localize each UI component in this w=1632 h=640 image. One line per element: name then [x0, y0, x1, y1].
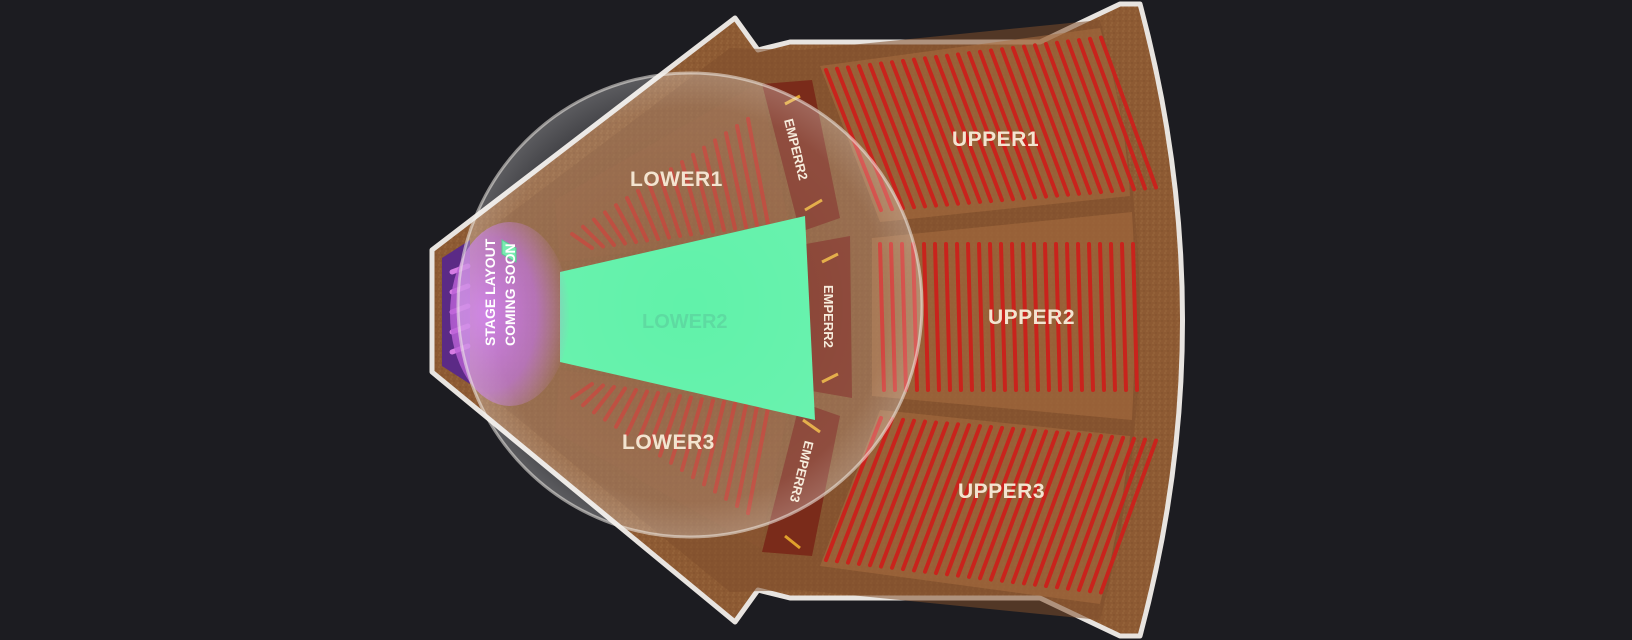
upper1-seat-row	[1022, 44, 1081, 196]
upper2-seat-row	[1043, 242, 1051, 392]
upper3-seat-row	[989, 429, 1048, 582]
upper1-seat-row	[967, 51, 1026, 201]
upper3-seat-row	[923, 424, 982, 574]
upper3-seat-row	[1088, 437, 1147, 594]
upper2-seat-row	[999, 242, 1007, 392]
upper3-seat-row	[934, 425, 993, 575]
upper3-seat-row	[956, 426, 1015, 578]
upper3-seat-row	[1066, 435, 1125, 591]
upper2-seat-row	[1087, 242, 1095, 392]
lower1-label: LOWER1	[630, 168, 723, 191]
upper2-seat-row	[988, 242, 996, 392]
upper3-seat-row	[1055, 434, 1114, 590]
upper3-seat-row	[857, 418, 916, 566]
upper3-seat-row	[1077, 436, 1136, 592]
upper1-seat-row	[1033, 43, 1092, 195]
upper1-seat-row	[945, 53, 1004, 203]
zoom-lens	[456, 71, 924, 539]
stage-label-line2: COMING SOON	[502, 243, 518, 346]
upper3-seat-row	[835, 416, 894, 564]
upper3-seat-row	[978, 428, 1037, 581]
upper1-seat-row	[846, 65, 905, 211]
lower2-label: LOWER2	[642, 311, 728, 333]
upper2-seat-row	[1010, 242, 1018, 392]
upper3-seat-row	[1044, 434, 1103, 588]
upper2-seat-row	[1131, 242, 1139, 392]
upper2-seat-row	[1065, 242, 1073, 392]
upper1-seat-row	[868, 62, 927, 209]
upper1-seat-row	[1066, 39, 1125, 193]
upper3-seat-row	[912, 423, 971, 573]
upper3-seat-row	[846, 417, 905, 565]
upper1-seat-row	[1000, 47, 1059, 198]
upper1-seat-row	[934, 55, 993, 203]
upper3-seat-row	[1011, 431, 1070, 585]
upper2-seat-row	[977, 242, 985, 392]
upper3-seat-row	[1099, 438, 1158, 595]
upper1-seat-row	[857, 64, 916, 210]
upper1-seat-row	[1044, 42, 1103, 194]
upper1-seat-row	[1011, 45, 1070, 197]
upper2-label: UPPER2	[988, 306, 1075, 329]
lower3-label: LOWER3	[622, 431, 715, 454]
upper2-seat-row	[944, 242, 952, 392]
upper2-seat-row	[1032, 242, 1040, 392]
upper1-seat-row	[1077, 38, 1136, 192]
upper3-seat-row	[901, 422, 960, 572]
upper1-seat-row	[1088, 36, 1147, 191]
upper1-seat-row	[912, 57, 971, 205]
upper2-seat-row	[955, 242, 963, 392]
upper2-seat-row	[1021, 242, 1029, 392]
upper3-seat-row	[945, 425, 1004, 577]
stage-label-line1: STAGE LAYOUT	[482, 238, 498, 346]
upper1-seat-row	[956, 52, 1015, 202]
upper3-seat-row	[1000, 430, 1059, 583]
upper1-seat-row	[1099, 35, 1158, 190]
upper2-seat-row	[1120, 242, 1128, 392]
upper2-seat-row	[966, 242, 974, 392]
upper3-seat-row	[868, 419, 927, 568]
upper1-seat-row	[890, 60, 949, 207]
upper1-seat-row	[923, 56, 982, 204]
upper2-seat-row	[1109, 242, 1117, 392]
upper1-seat-row	[1055, 40, 1114, 194]
emperr2-label: EMPERR2	[821, 285, 836, 348]
upper3-seat-row	[890, 421, 949, 570]
upper1-seat-row	[879, 61, 938, 208]
upper2-seat-row	[1076, 242, 1084, 392]
upper1-seat-row	[989, 48, 1048, 199]
upper3-seat-row	[879, 420, 938, 569]
upper1-label: UPPER1	[952, 128, 1039, 151]
upper1-seat-row	[901, 58, 960, 206]
upper2-seat-row	[933, 242, 941, 392]
upper2-seat-row	[1098, 242, 1106, 392]
upper3-seat-row	[1033, 433, 1092, 587]
upper3-seat-row	[1022, 432, 1081, 586]
upper1-seat-row	[978, 49, 1037, 200]
upper2-seat-row	[922, 242, 930, 392]
upper3-seat-row	[967, 427, 1026, 579]
upper2-seat-row	[1054, 242, 1062, 392]
upper3-label: UPPER3	[958, 480, 1045, 503]
